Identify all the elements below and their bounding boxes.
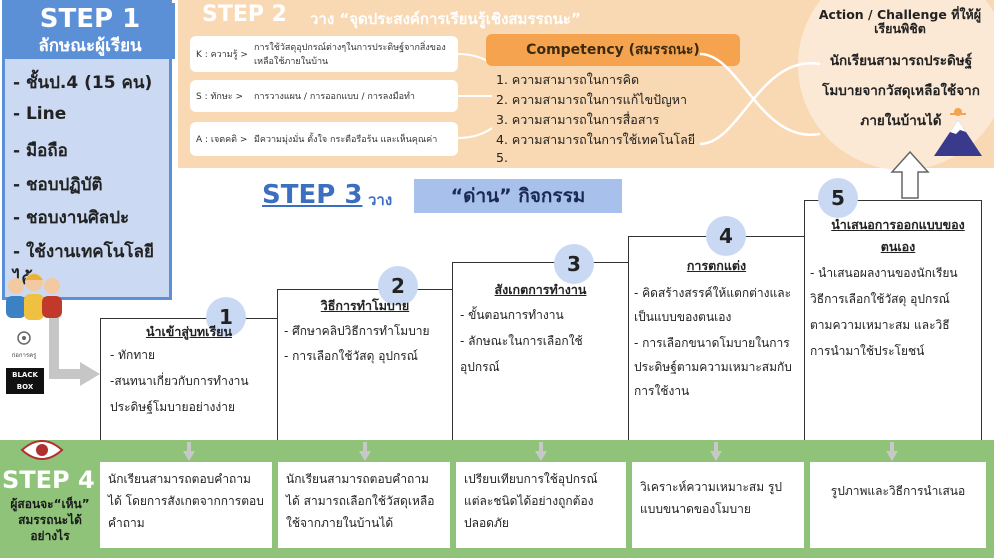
stage-line: - การเลือกขนาดโมบายในการ (634, 336, 790, 350)
step3-title: STEP 3 (262, 180, 363, 210)
stage-line: วิธีการเลือกใช้วัสดุ อุปกรณ์ (810, 292, 950, 306)
stage-box-4 (628, 236, 805, 442)
attitude-box: A : เจตคติ > มีความมุ่งมั่น ตั้งใจ กระตื… (190, 122, 458, 156)
stage-line: - ทักทาย (110, 348, 155, 362)
dan-activity-label: “ด่าน” กิจกรรม (414, 179, 622, 213)
stage-line: - การเลือกใช้วัสดุ อุปกรณ์ (284, 349, 418, 363)
blackbox-logo: BLACK BOX (6, 368, 44, 394)
competency-item: 4. ความสามารถในการใช้เทคโนโลยี (496, 132, 696, 147)
step3-subtitle: วาง (368, 191, 393, 209)
knowledge-text: การใช้วัสดุอุปกรณ์ต่างๆในการประดิษฐ์จากส… (254, 43, 446, 67)
arrow-up-icon (890, 150, 930, 199)
stage-box-5 (804, 200, 982, 442)
attitude-text: มีความมุ่งมั่น ตั้งใจ กระตือรือร้น และเห… (254, 135, 438, 145)
evidence-box-1: นักเรียนสามารถตอบคำถามได้ โดยการสังเกตจา… (100, 462, 272, 548)
stage-line: อุปกรณ์ (460, 360, 500, 374)
stage-line: การใช้งาน (634, 384, 690, 398)
step4-title: STEP 4 (2, 466, 95, 494)
stage-title-5: นำเสนอการออกแบบของตนเอง (831, 217, 965, 254)
arrow-down-icon (535, 451, 547, 461)
attitude-label: A : เจตคติ > (196, 135, 248, 145)
evidence-box-2: นักเรียนสามารถตอบคำถามได้ สามารถเลือกใช้… (278, 462, 450, 548)
learner-item: - ชอบปฏิบัติ (13, 175, 103, 195)
stage-line: - คิดสร้างสรรค์ให้แตกต่างและ (634, 286, 792, 300)
knowledge-box: K : ความรู้ > การใช้วัสดุอุปกรณ์ต่างๆในก… (190, 36, 458, 72)
arrow-stem (187, 442, 191, 452)
stage-line: ประดิษฐ์โมบายอย่างง่าย (110, 400, 236, 414)
skill-box: S : ทักษะ > การวางแผน / การออกแบบ / การล… (190, 80, 458, 112)
stage-number-5: 5 (818, 178, 858, 218)
stage-line: การนำมาใช้ประโยชน์ (810, 344, 925, 358)
logo1-text: ก่อการครู (11, 352, 37, 359)
stage-line: - ลักษณะในการเลือกใช้ (460, 334, 583, 348)
stage-title-3: สังเกตการทำงาน (494, 282, 587, 297)
stage-title-1: นำเข้าสู่บทเรียน (145, 324, 233, 339)
arrow-right-icon (49, 318, 100, 386)
learner-item: - ชั้นป.4 (15 คน) (13, 73, 153, 93)
evidence-box-3: เปรียบเทียบการใช้อุปกรณ์แต่ละชนิดได้อย่า… (456, 462, 626, 548)
stage-line: เป็นแบบของตนเอง (634, 310, 732, 324)
competency-item: 3. ความสามารถในการสื่อสาร (496, 112, 660, 127)
stage-number-3: 3 (554, 244, 594, 284)
arrow-stem (714, 442, 718, 452)
step2-title: STEP 2 (202, 2, 287, 27)
arrow-down-icon (886, 451, 898, 461)
stage-title-2: วิธีการทำโมบาย (320, 298, 410, 313)
arrow-down-icon (183, 451, 195, 461)
arrow-stem (890, 442, 894, 452)
learner-item: - ชอบงานศิลปะ (13, 208, 130, 228)
wave-lines-icon (700, 52, 820, 146)
evidence-box-5: รูปภาพและวิธีการนำเสนอ (810, 462, 986, 548)
stage-line: ตามความเหมาะสม และวิธี (810, 318, 950, 332)
stage-number-4: 4 (706, 216, 746, 256)
action-body: นักเรียนสามารถประดิษฐ์โมบายจากวัสดุเหลือ… (822, 53, 980, 129)
knowledge-label: K : ความรู้ > (196, 50, 248, 60)
step1-subtitle: ลักษณะผู้เรียน (5, 35, 175, 59)
competency-header: Competency (สมรรถนะ) (486, 34, 740, 66)
stage-line: - นำเสนอผลงานของนักเรียน (810, 266, 958, 280)
competency-item: 2. ความสามารถในการแก้ไขปัญหา (496, 92, 687, 107)
skill-text: การวางแผน / การออกแบบ / การลงมือทำ (254, 92, 415, 102)
evidence-box-4: วิเคราะห์ความเหมาะสม รูปแบบขนาดของโมบาย (632, 462, 804, 548)
stage-line: ประดิษฐ์ตามความเหมาะสมกับ (634, 360, 792, 374)
stage-line: -สนทนาเกี่ยวกับการทำงาน (110, 374, 249, 388)
competency-item: 1. ความสามารถในการคิด (496, 72, 640, 87)
students-icon (6, 273, 62, 320)
eye-icon (20, 440, 64, 460)
skill-label: S : ทักษะ > (196, 92, 244, 102)
stage-line: - ขั้นตอนการทำงาน (460, 308, 564, 322)
stage-number-2: 2 (378, 266, 418, 306)
step1-title: STEP 1 (5, 3, 175, 35)
learner-item: - มือถือ (13, 141, 68, 161)
competency-item: 5. (496, 150, 508, 165)
stage-line: - ศึกษาคลิปวิธีการทำโมบาย (284, 324, 430, 338)
arrow-down-icon (359, 451, 371, 461)
step4-subtitle: ผู้สอนจะ“เห็น” สมรรถนะได้ อย่างไร (10, 497, 90, 543)
stage-number-1: 1 (206, 297, 246, 337)
step2-subtitle: วาง “จุดประสงค์การเรียนรู้เชิงสมรรถนะ” (310, 10, 581, 28)
logo-mark-icon (17, 331, 31, 345)
action-header: Action / Challenge ที่ให้ผู้เรียนพิชิต (818, 7, 982, 36)
step1-panel: STEP 1 ลักษณะผู้เรียน - ชั้นป.4 (15 คน) … (2, 0, 175, 300)
mountain-goal-icon (934, 108, 982, 156)
arrow-down-icon (710, 451, 722, 461)
stage-box-3 (452, 262, 629, 442)
learner-item: - Line (13, 104, 67, 124)
stage-title-4: การตกแต่ง (686, 258, 747, 273)
arrow-stem (539, 442, 543, 452)
arrow-stem (363, 442, 367, 452)
kokankru-logo: ก่อการครู (6, 330, 42, 362)
